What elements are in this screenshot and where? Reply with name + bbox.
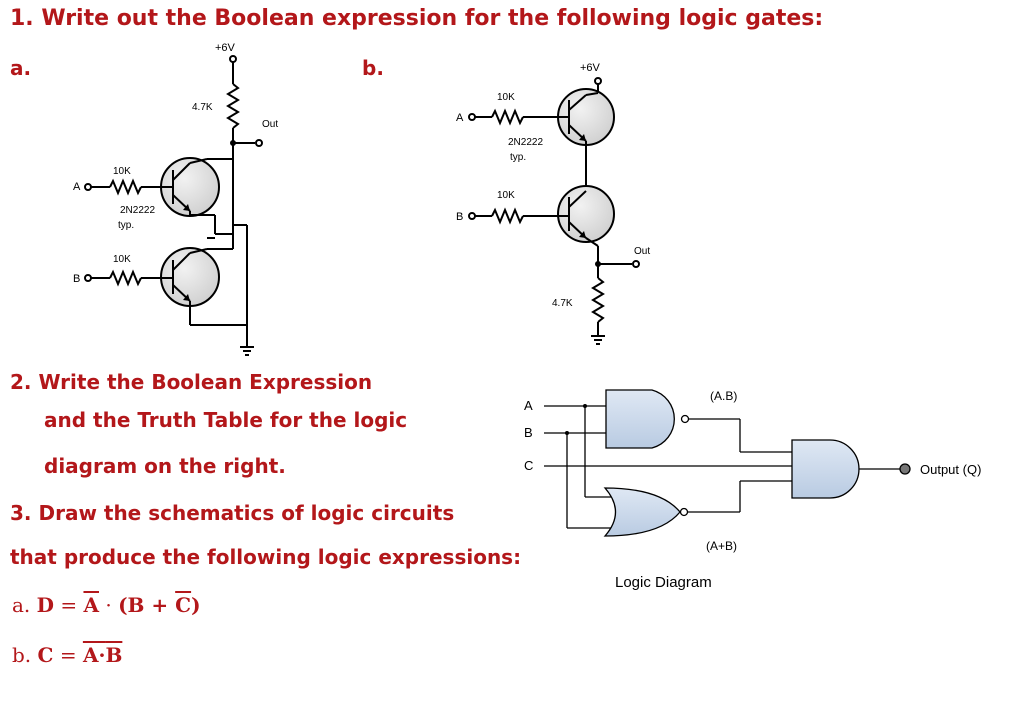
circuit-a-supply: +6V: [215, 42, 236, 54]
circuit-b-out-label: Out: [634, 246, 650, 257]
expr-a-lhs: D: [36, 593, 54, 617]
question-2-line2: and the Truth Table for the logic: [44, 408, 408, 432]
question-3-line1: 3. Draw the schematics of logic circuits: [10, 501, 455, 525]
circuit-b-supply: +6V: [580, 62, 601, 74]
circuit-a-res-b-label: 10K: [113, 254, 131, 265]
circuit-b-res-b: [491, 207, 524, 225]
circuit-b-res-b-label: 10K: [497, 190, 515, 201]
expr-a-c-bar: C: [175, 593, 192, 617]
and-gate: [791, 439, 860, 499]
nand-label: (A.B): [710, 389, 737, 403]
circuit-b-transistor-2: [557, 185, 615, 243]
circuit-b-res-a: [491, 108, 524, 126]
circuit-a-input-b: B: [73, 273, 80, 285]
expression-b: b. C = A·B: [12, 643, 122, 667]
expr-b-prefix: b.: [12, 643, 32, 667]
logic-input-a: A: [524, 398, 533, 413]
expr-a-paren: (B + C): [118, 593, 200, 617]
circuit-a-out-label: Out: [262, 119, 278, 130]
expr-b-nand-group: A·B: [83, 643, 122, 667]
logic-diagram: A B C (A.B) (A+B) Output (Q) Logic Diagr…: [524, 389, 981, 591]
label-b: b.: [362, 56, 384, 80]
logic-diagram-caption: Logic Diagram: [615, 574, 712, 591]
circuit-a-typ-label: typ.: [118, 220, 134, 231]
output-terminal: [899, 463, 911, 475]
expr-a-a-bar: A: [83, 593, 99, 617]
expr-b-eq: =: [59, 643, 77, 667]
expr-a-close: ): [191, 593, 201, 617]
circuit-b-input-b: B: [456, 211, 463, 223]
circuit-b-resistor-bottom: [591, 277, 605, 323]
expr-b-dot: ·: [98, 643, 106, 667]
expr-a-b: B: [127, 593, 145, 617]
question-1-title: 1. Write out the Boolean expression for …: [10, 6, 824, 31]
nand-gate: [605, 389, 675, 449]
expr-a-plus: +: [151, 593, 169, 617]
circuit-a-res-b: [109, 269, 142, 287]
question-2-line3: diagram on the right.: [44, 454, 286, 478]
circuit-b-typ-label: typ.: [510, 152, 526, 163]
circuit-b-out-terminal: [632, 260, 640, 268]
expr-b-b: B: [105, 643, 123, 667]
expr-b-a-bar: A: [82, 643, 99, 667]
circuit-a-res-a-label: 10K: [113, 166, 131, 177]
nor-label: (A+B): [706, 539, 737, 553]
label-a: a.: [10, 56, 32, 80]
output-label: Output (Q): [920, 462, 981, 477]
logic-input-b: B: [524, 425, 533, 440]
expr-a-eq: =: [60, 593, 78, 617]
circuit-a-out-terminal: [255, 139, 263, 147]
expr-a-open: (: [118, 593, 128, 617]
question-3-line2: that produce the following logic express…: [10, 545, 522, 569]
expression-a: a. D = A · (B + C): [12, 593, 201, 617]
circuit-a-res-a: [109, 178, 142, 196]
logic-input-c: C: [524, 458, 533, 473]
expr-b-lhs: C: [37, 643, 54, 667]
nor-gate: [603, 487, 681, 537]
circuit-a-supply-terminal: [229, 55, 237, 63]
expr-a-prefix: a.: [12, 593, 31, 617]
expr-a-dot: ·: [105, 593, 112, 617]
circuit-a-transistor-label: 2N2222: [120, 205, 155, 216]
circuit-b-input-a: A: [456, 112, 464, 124]
circuit-b-res-a-label: 10K: [497, 92, 515, 103]
circuit-a-resistor-top-label: 4.7K: [192, 102, 213, 113]
circuit-b: +6V A 10K 2N2222 typ. B 10K: [456, 62, 650, 345]
circuit-b-resistor-bottom-label: 4.7K: [552, 298, 573, 309]
circuit-a-resistor-top: [226, 83, 240, 129]
circuit-a-input-a: A: [73, 181, 81, 193]
question-2-line1: 2. Write the Boolean Expression: [10, 370, 373, 394]
circuit-b-transistor-label: 2N2222: [508, 137, 543, 148]
circuit-a: +6V 4.7K Out A 10K 2N2222 typ.: [73, 42, 278, 356]
